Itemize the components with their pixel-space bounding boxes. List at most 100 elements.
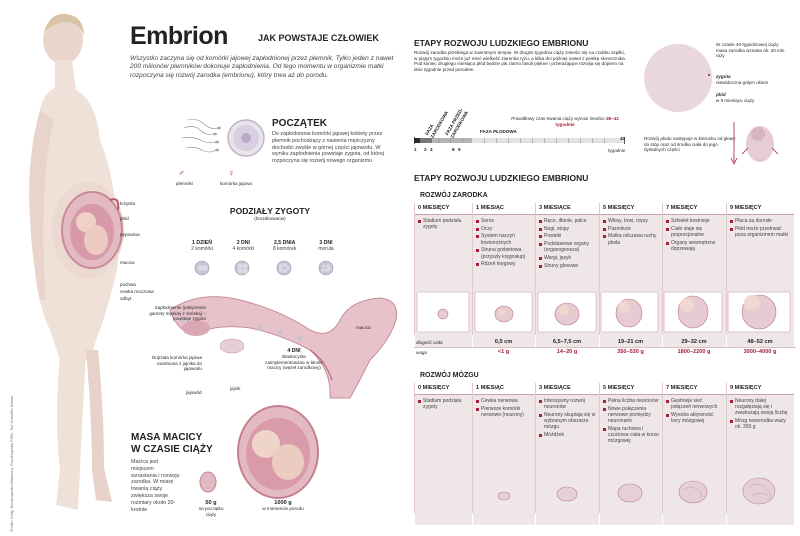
brain-item: Wysoka aktywność kory mózgowej: [666, 412, 723, 424]
length-row-label: długość ciała: [416, 340, 443, 345]
zygote-stage-day: 2 DNI: [236, 240, 250, 246]
brain-item: Neurony dalej rozgałęziają się i zwiększ…: [730, 398, 791, 417]
brain-col: 1 MIESIĄC Cewka nerwowa Pierwsze komórki…: [472, 383, 535, 525]
label-macica: macica: [120, 260, 135, 265]
zygote-stage-day: 1 DZIEŃ: [192, 240, 212, 246]
brain-col: 7 MIESIĘCY Gęstnieje sieć połączeń nerwo…: [662, 383, 726, 525]
egg-label: komórka jajowa: [220, 181, 252, 186]
days4-block: 4 DNI Blastocysta zaimplementowana w bło…: [262, 348, 326, 371]
brain-illustrations: [497, 477, 776, 505]
embryo-item: Płuca są dorosłe: [730, 218, 791, 224]
length-row: 0,5 cm 6,5–7,5 cm 19–21 cm 29–32 cm 48–5…: [472, 339, 796, 345]
zygote-stage-desc: 8 komórek: [272, 246, 297, 252]
brain-col: 3 MIESIĄCE Intensywny rozwój neuronów Ne…: [535, 383, 599, 525]
zygote-stage-desc: morula: [318, 246, 334, 252]
brain-col-head: 9 MIESIĘCY: [727, 383, 794, 395]
duration-value: 38–42 tygodnie: [555, 116, 619, 127]
weight-value: 3000–4000 g: [743, 349, 777, 355]
zygote-stage-desc: 2 komórki: [191, 246, 213, 252]
sperm-egg-illustration: [181, 119, 265, 157]
uterus-mass-end-label: w momencie porodu: [262, 506, 304, 511]
tick-3: 3: [424, 147, 427, 152]
sperm-label: plemniki: [176, 181, 193, 186]
embryo-col-head: 9 MIESIĘCY: [727, 203, 794, 215]
brain-section-title: ROZWÓJ MÓZGU: [420, 372, 479, 379]
uterus-mass-start: 50 g na początku ciąży: [196, 500, 226, 517]
zygota-desc: niewidoczna gołym okiem: [716, 79, 769, 85]
length-value: 29–32 cm: [681, 339, 707, 345]
circle-text: W czasie 40-tygodniowej ciąży masa zarod…: [716, 42, 785, 59]
length-value: 6,5–7,5 cm: [552, 339, 582, 345]
embryo-item: System naczyń krwionośnych: [476, 233, 532, 246]
weight-value: 350–530 g: [617, 349, 644, 355]
brain-item: Gęstnieje sieć połączeń nerwowych: [666, 398, 723, 410]
length-value: 19–21 cm: [617, 339, 644, 345]
brain-item: Pierwsze komórki nerwowe (neurony): [476, 406, 532, 418]
beginning-title: POCZĄTEK: [272, 118, 327, 129]
page-title: Embrion: [130, 22, 228, 50]
zygote-stage: 3 DNI morula: [308, 240, 344, 252]
page-subtitle: JAK POWSTAJE CZŁOWIEK: [258, 33, 379, 43]
phase-pre-label: FAZA PRZED- ZARODKOWA: [444, 100, 482, 140]
stages-main-title: ETAPY ROZWOJU LUDZKIEGO EMBRIONU: [414, 173, 589, 183]
rows-divider: [414, 347, 796, 348]
brain-item: Nowe połączenia nerwowe pomiędzy neurona…: [603, 406, 659, 425]
lead-text: Wszystko zaczyna się od komórki jajowej …: [130, 55, 394, 79]
brain-item: Cewka nerwowa: [476, 398, 532, 404]
uterus-mass-title-2: W CZASIE CIĄŻY: [131, 444, 213, 455]
embryo-col-head: 5 MIESIĘCY: [600, 203, 662, 215]
embryo-item: Stadium podziału zygoty: [418, 218, 469, 230]
weight-value: 14–20 g: [556, 349, 578, 355]
embryo-col-head: 3 MIESIĄCE: [536, 203, 599, 215]
zygote-stages: 1 DZIEŃ 2 komórki 2 DNI 4 komórki 2,5 DN…: [184, 240, 344, 252]
embryo-item: Ręce, dłonie, palce: [539, 218, 596, 224]
tick-40: 40: [620, 136, 626, 141]
uterus-mass-start-label: na początku ciąży: [198, 506, 224, 517]
label-plod: płód: [120, 216, 129, 221]
weeks-label: tygodnie: [608, 148, 626, 153]
embryo-section-title: ROZWÓJ ZARODKA: [420, 192, 488, 199]
brain-item: Móżdżek: [539, 432, 596, 438]
label-lozysko: łożysko: [120, 201, 136, 206]
embryo-item: Serce: [476, 218, 532, 224]
direction-text: Rozwój płodu następuje w kierunku od gło…: [644, 136, 736, 153]
label-pochwa: pochwa: [120, 282, 136, 287]
uterus-mass-end: 1000 g w momencie porodu: [258, 500, 308, 512]
label-odbyt: odbyt: [120, 296, 132, 301]
zygote-stage: 2 DNI 4 komórki: [225, 240, 261, 252]
embryo-item: Matka odczuwa ruchy płodu: [603, 233, 659, 246]
brain-col-head: 5 MIESIĘCY: [600, 383, 662, 395]
embryo-item: Ciało staje się proporcjonalne: [666, 226, 723, 238]
days4-text: Blastocysta zaimplementowana w błonie ma…: [265, 354, 323, 371]
embryo-col-head: 0 MIESIĘCY: [415, 203, 472, 215]
zygote-cells-illustration: [194, 260, 334, 276]
embryo-col-head: 1 MIESIĄC: [473, 203, 535, 215]
weight-value: <1 g: [497, 349, 510, 355]
plod-word: płód: [716, 92, 726, 97]
brain-col-head: 3 MIESIĄCE: [536, 383, 599, 395]
brain-item: Pełna liczba neuronów: [603, 398, 659, 404]
beginning-text: Do zapłodnienia komórki jajowej kobiety …: [272, 131, 385, 165]
fetus-direction-illustration: [741, 126, 779, 162]
uterus-mass-start-value: 50 g: [205, 500, 217, 506]
jajnik-label: jajnik: [230, 386, 241, 391]
zygote-stage-day: 3 DNI: [319, 240, 333, 246]
stages-top-text: Rozwój zarodka przebiega w zawrotnym tem…: [414, 50, 626, 72]
pregnancy-timeline: [414, 137, 625, 144]
embryo-item: Wargi, język: [539, 255, 596, 261]
embryo-item: Oczy: [476, 226, 532, 232]
male-symbol-icon: ♂: [178, 168, 185, 178]
credit: Źródło: Getty, Encyklopedia Britannica, …: [10, 395, 14, 532]
brain-item: Mózg noworodka waży ok. 350 g: [730, 418, 791, 430]
embryo-item: Włosy, brwi, rzęsy: [603, 218, 659, 224]
embryo-item: Struna grzbietowa (przyszły kręgosłup): [476, 247, 532, 260]
woman-figure: [29, 13, 124, 510]
embryo-item: Szkielet kostnieje: [666, 218, 723, 224]
tick-1: 1: [414, 147, 417, 152]
tick-4: 4: [430, 147, 433, 152]
uterus-sizes-illustration: [199, 405, 319, 499]
length-value: 0,5 cm: [494, 339, 513, 345]
plod-label: płód w 9 miesiącu ciąży: [716, 92, 788, 103]
duration-block: Prawidłowy czas trwania ciąży wynosi śre…: [510, 116, 620, 127]
brain-item: Mapa ruchowa i czuciowa ciała w korze mó…: [603, 426, 659, 445]
